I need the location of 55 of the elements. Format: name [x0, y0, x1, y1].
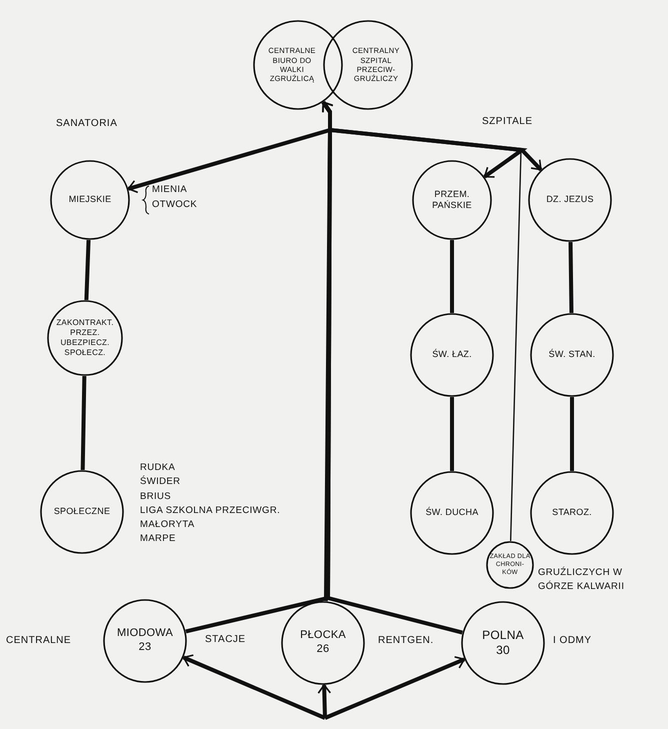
- circle-node: [253, 20, 343, 110]
- heading-label: I ODMY: [553, 635, 592, 646]
- circle-node: [323, 20, 413, 110]
- node-label: 26: [316, 643, 330, 657]
- side-note: OTWOCK: [152, 199, 198, 210]
- circle-node: [412, 160, 492, 240]
- connector-line: [182, 654, 326, 720]
- circle-node: [50, 160, 130, 240]
- circle-node: [40, 470, 124, 554]
- side-note: BRIUS: [140, 491, 172, 502]
- connector-line: [80, 376, 86, 470]
- side-note: RUDKA: [140, 462, 176, 473]
- node-label: 23: [138, 641, 152, 655]
- circle-node: [486, 541, 534, 589]
- connector-line: [450, 397, 454, 471]
- circle-node: [528, 158, 612, 242]
- node-label: MIODOWA: [117, 627, 173, 641]
- heading-label: SANATORIA: [56, 118, 118, 129]
- node-label: STAROZ.: [552, 507, 592, 519]
- node-label: SPOŁECZNE: [54, 506, 110, 518]
- node-label: PRZEM. PAŃSKIE: [431, 188, 473, 212]
- heading-label: CENTRALNE: [6, 635, 72, 646]
- connector-line: [324, 656, 466, 720]
- connector-line: [322, 101, 463, 634]
- circle-node: [410, 471, 494, 555]
- node-label: ŚW. STAN.: [548, 349, 596, 361]
- side-note: MIENIA: [152, 184, 188, 195]
- connector-line: [568, 242, 574, 314]
- side-note: LIGA SZKOLNA PRZECIWGR.: [140, 505, 280, 516]
- connector-line: [318, 684, 332, 718]
- connector-line: [570, 397, 574, 471]
- node-label: ŚW. DUCHA: [426, 507, 478, 519]
- node-label: POLNA: [482, 628, 524, 643]
- circle-node: [281, 601, 365, 685]
- circle-node: [461, 601, 545, 685]
- node-label: 30: [496, 643, 510, 658]
- side-note: ŚWIDER: [140, 476, 180, 487]
- connector-line: [84, 240, 91, 300]
- circle-node: [410, 313, 494, 397]
- circle-node: [530, 471, 614, 555]
- side-note: GRUŹLICZYCH W GÓRZE KALWARII: [538, 566, 626, 594]
- node-label: ZAKONTRAKT. PRZEZ. UBEZPIECZ. SPOŁECZ.: [55, 318, 115, 358]
- node-label: ŚW. ŁAZ.: [432, 349, 472, 361]
- side-note: MAŁORYTA: [140, 519, 195, 530]
- circle-node: [530, 313, 614, 397]
- node-label: DZ. JEZUS: [546, 194, 594, 206]
- heading-label: RENTGEN.: [378, 635, 434, 646]
- heading-label: STACJE: [205, 634, 246, 645]
- node-label: PŁOCKA: [300, 629, 346, 643]
- circle-node: [47, 300, 123, 376]
- node-label: MIEJSKIE: [68, 194, 112, 206]
- connector-line: [450, 240, 454, 313]
- heading-label: SZPITALE: [482, 116, 532, 127]
- circle-node: [103, 599, 187, 683]
- side-note: MARPE: [140, 533, 176, 544]
